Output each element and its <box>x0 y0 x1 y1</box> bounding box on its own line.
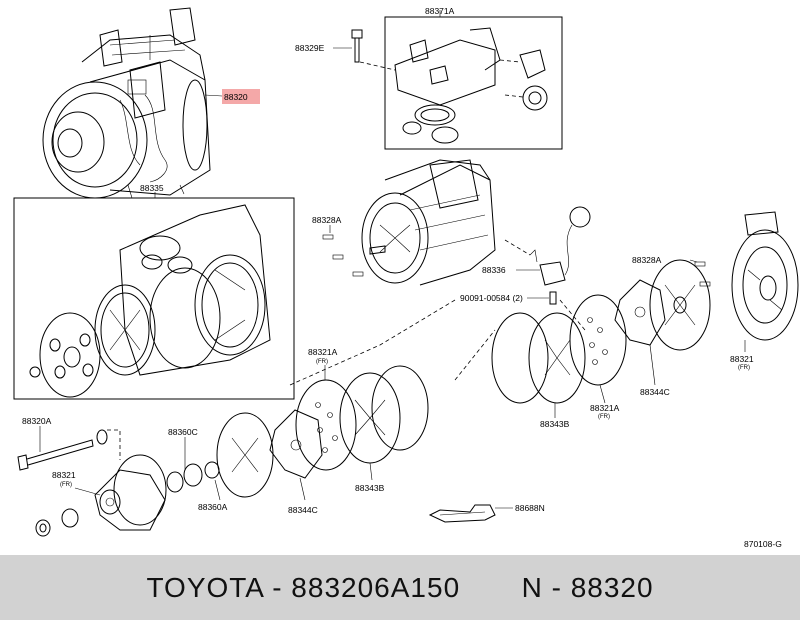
gasket-88343B-bottom-illustration <box>339 372 401 464</box>
cover-assembly-88371A-illustration <box>394 27 548 144</box>
label-88343B-bottom: 88343B <box>355 483 385 493</box>
label-88320A: 88320A <box>22 416 52 426</box>
reed-valve-88344C-right-illustration <box>614 279 666 346</box>
clutch-kit-88335-illustration <box>29 204 271 398</box>
compressor-body-illustration <box>361 159 496 286</box>
label-88321A-center: 88321A <box>308 347 338 357</box>
label-88321-right: 88321 <box>730 354 754 364</box>
label-88343B-right: 88343B <box>540 419 570 429</box>
bracket-88688N-illustration <box>428 504 496 523</box>
pins-88328A-left-illustration <box>322 234 364 277</box>
label-88360C: 88360C <box>168 427 198 437</box>
label-88329E: 88329E <box>295 43 325 53</box>
seal-88360C-illustration <box>166 461 220 493</box>
label-88321-left: 88321 <box>52 470 76 480</box>
label-88320: 88320 <box>224 92 248 102</box>
label-88335: 88335 <box>140 183 164 193</box>
valve-plate-right-illustration <box>649 259 711 351</box>
switch-88336-illustration <box>529 206 591 305</box>
label-88328A-left: 88328A <box>312 215 342 225</box>
o-ring-center-illustration <box>371 365 429 451</box>
part-88320-highlight <box>222 89 260 104</box>
pins-88328A-right-illustration <box>694 261 711 287</box>
valve-plate-88321A-center-illustration <box>295 379 357 471</box>
label-88321-left-fr: (FR) <box>60 482 72 488</box>
label-88321-right-fr: (FR) <box>738 365 750 371</box>
label-88371A: 88371A <box>425 6 455 16</box>
compressor-assembly-illustration <box>42 7 211 199</box>
label-88328A-right: 88328A <box>632 255 662 265</box>
drawing-number: 870108-G <box>744 539 782 549</box>
label-88321A-center-fr: (FR) <box>316 359 328 365</box>
label-88336: 88336 <box>482 265 506 275</box>
bolt-88320A-illustration <box>17 429 108 471</box>
label-88344C-right: 88344C <box>640 387 670 397</box>
label-90091-00584: 90091-00584 (2) <box>460 293 523 303</box>
label-88321A-right-fr: (FR) <box>598 414 610 420</box>
parts-diagram: 88320 88371A 88329E 88335 88328A 88336 9… <box>13 6 799 549</box>
valve-plate-88321A-right-illustration <box>569 294 627 386</box>
bolt-88329E-illustration <box>351 29 363 63</box>
part-number-text: TOYOTA - 883206A150 N - 88320 <box>146 571 654 603</box>
label-88688N: 88688N <box>515 503 545 513</box>
valve-plate-left-illustration <box>216 412 274 498</box>
label-88321A-right: 88321A <box>590 403 620 413</box>
part-number-footer: TOYOTA - 883206A150 N - 88320 <box>0 555 800 620</box>
front-housing-88321-left-illustration <box>94 454 167 531</box>
front-housing-88321-right-illustration <box>731 211 799 341</box>
label-88344C-bottom: 88344C <box>288 505 318 515</box>
label-88360A: 88360A <box>198 502 228 512</box>
o-ring-right-illustration <box>491 312 549 404</box>
seal-88360-illustration <box>35 508 79 537</box>
gasket-88343B-right-illustration <box>528 312 586 404</box>
